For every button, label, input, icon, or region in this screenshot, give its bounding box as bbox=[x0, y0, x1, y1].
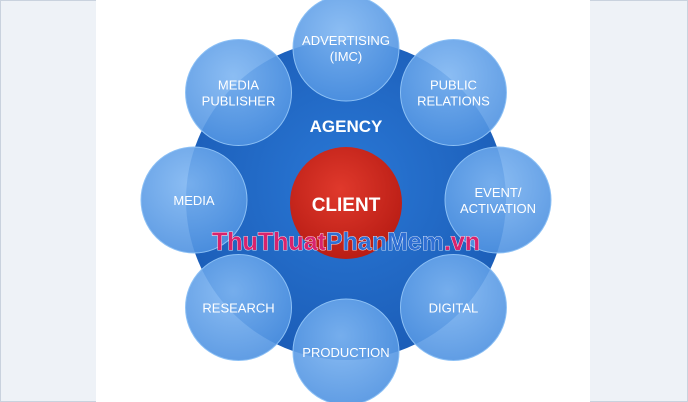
node-circle-public-relations bbox=[399, 39, 507, 147]
node-label-public-relations: RELATIONS bbox=[417, 94, 490, 109]
node-circle-research bbox=[185, 253, 293, 361]
watermark: ThuThuatPhanMem.vn bbox=[212, 228, 480, 256]
client-circle bbox=[290, 147, 402, 259]
node-circle-digital bbox=[399, 253, 507, 361]
node-circle-event-activation bbox=[444, 146, 552, 254]
node-label-advertising: (IMC) bbox=[330, 49, 363, 64]
node-advertising: ADVERTISING(IMC) bbox=[292, 0, 400, 102]
node-production: PRODUCTION bbox=[292, 298, 400, 402]
agency-label: AGENCY bbox=[310, 117, 383, 136]
node-label-advertising: ADVERTISING bbox=[302, 33, 390, 48]
watermark-part1: ThuThuat bbox=[212, 228, 327, 256]
client-label: CLIENT bbox=[312, 195, 381, 216]
node-label-research: RESEARCH bbox=[202, 300, 274, 315]
node-label-event-activation: EVENT/ bbox=[475, 185, 522, 200]
node-label-media: MEDIA bbox=[173, 193, 215, 208]
node-research: RESEARCH bbox=[185, 253, 293, 361]
node-event-activation: EVENT/ACTIVATION bbox=[444, 146, 552, 254]
node-digital: DIGITAL bbox=[399, 253, 507, 361]
node-circle-media-publisher bbox=[185, 39, 293, 147]
node-label-media-publisher: MEDIA bbox=[218, 78, 260, 93]
node-label-production: PRODUCTION bbox=[302, 345, 389, 360]
node-circle-advertising bbox=[292, 0, 400, 102]
node-label-media-publisher: PUBLISHER bbox=[202, 94, 276, 109]
node-circle-media bbox=[140, 146, 248, 254]
node-media: MEDIA bbox=[140, 146, 248, 254]
node-label-public-relations: PUBLIC bbox=[430, 78, 477, 93]
node-circle-production bbox=[292, 298, 400, 402]
watermark-part2: PhanMem bbox=[326, 228, 444, 256]
watermark-part3: .vn bbox=[444, 228, 480, 256]
node-label-event-activation: ACTIVATION bbox=[460, 201, 536, 216]
node-label-digital: DIGITAL bbox=[429, 300, 479, 315]
